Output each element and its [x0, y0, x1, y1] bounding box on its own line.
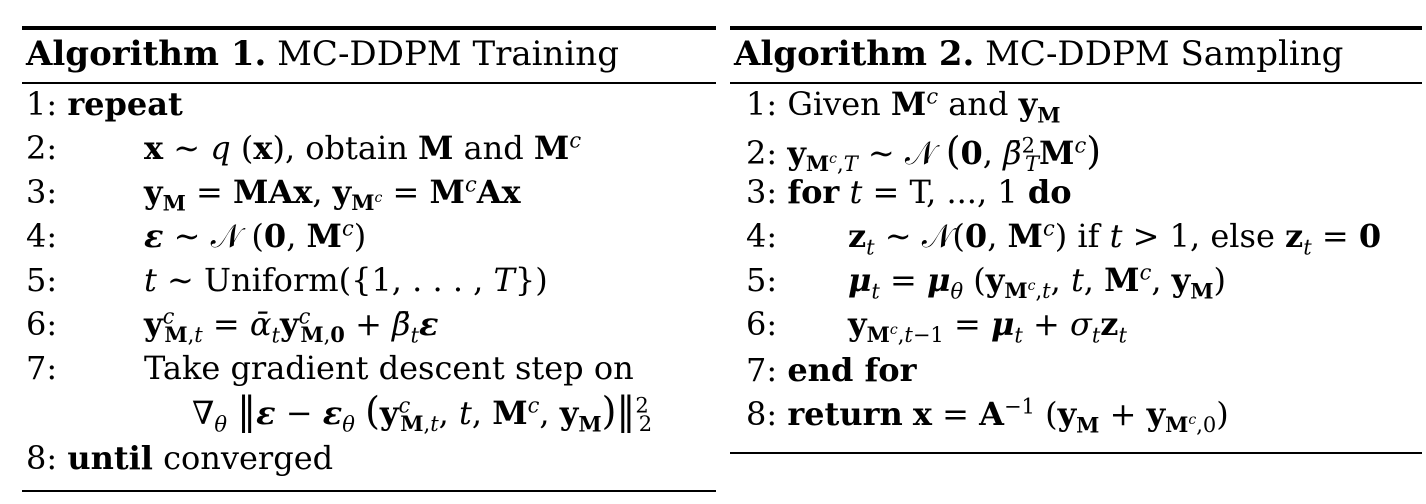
line-number: 4: [746, 217, 778, 255]
keyword: return [787, 395, 903, 433]
line-content: yMc,t−1 = μt + σtzt [848, 305, 1127, 348]
line-content: zt ∼ 𝒩(0, Mc) if t > 1, else zt = 0 [848, 216, 1382, 260]
line-number: 7: [26, 349, 58, 387]
line-number: 2: [746, 134, 778, 172]
keyword: repeat [67, 85, 183, 123]
algo2-line-5: 5: μt = μθ (yMc,t, t, Mc, yM) [746, 261, 1226, 302]
algo2-line-3: 3: for t = T, ..., 1 do [746, 173, 1072, 211]
algo1-line-8: 8: until converged [26, 442, 333, 474]
top-rule [730, 26, 1422, 30]
line-content: ε ∼ 𝒩 (0, Mc) [144, 216, 367, 255]
line-number: 6: [746, 305, 778, 343]
algo1-line-4: 4: ε ∼ 𝒩 (0, Mc) [26, 217, 366, 255]
algo2-line-7: 7: end for [746, 354, 916, 386]
line-number: 1: [746, 85, 778, 123]
title-label: Algorithm 2. [734, 34, 975, 74]
algorithm-2-title: Algorithm 2. MC-DDPM Sampling [734, 34, 1343, 74]
line-content: x ∼ q (x), obtain M and Mc [144, 128, 582, 167]
line-content: μt = μθ (yMc,t, t, Mc, yM) [848, 260, 1226, 304]
loss-formula: ∇θ ‖ε − εθ (ycM,t, t, Mc, yM)‖22 [192, 389, 653, 437]
line-content: Take gradient descent step on [144, 349, 634, 387]
keyword: end for [787, 351, 917, 389]
line-number: 4: [26, 217, 58, 255]
algo2-line-4: 4: zt ∼ 𝒩(0, Mc) if t > 1, else zt = 0 [746, 217, 1381, 258]
top-rule [22, 26, 716, 30]
line-text: converged [152, 439, 334, 477]
title-name: MC-DDPM Training [266, 34, 619, 74]
bottom-rule [22, 490, 716, 492]
header-rule [22, 82, 716, 84]
line-text: Given [787, 85, 891, 123]
algo2-line-2: 2: yMc,T ∼ 𝒩 (0, β̄2TMc) [746, 129, 1102, 177]
algo2-line-6: 6: yMc,t−1 = μt + σtzt [746, 305, 1127, 346]
header-rule [730, 82, 1422, 84]
algo1-line-1: 1: repeat [26, 88, 183, 120]
algo1-line-5: 5: t ∼ Uniform({1, . . . , T}) [26, 261, 548, 299]
algo1-line-2: 2: x ∼ q (x), obtain M and Mc [26, 129, 581, 167]
algorithm-1-title: Algorithm 1. MC-DDPM Training [26, 34, 619, 74]
line-number: 7: [746, 351, 778, 389]
algo2-line-8: 8: return x = A−1 (yM + yMc,0) [746, 394, 1229, 438]
line-number: 1: [26, 85, 58, 123]
line-number: 3: [26, 173, 58, 211]
keyword: do [1027, 173, 1072, 211]
algo1-line-3: 3: yM = MAx, yMc = McAx [26, 173, 521, 214]
line-number: 8: [26, 439, 58, 477]
line-number: 5: [746, 261, 778, 299]
title-name: MC-DDPM Sampling [974, 34, 1344, 74]
line-content: yM = MAx, yMc = McAx [144, 172, 521, 216]
title-label: Algorithm 1. [26, 34, 267, 74]
algo1-line-7: 7: Take gradient descent step on [26, 349, 634, 387]
algo2-line-1: 1: Given Mc and yM [746, 84, 1061, 128]
line-number: 8: [746, 395, 778, 433]
keyword: until [67, 439, 153, 477]
line-content: t ∼ Uniform({1, . . . , T}) [144, 261, 548, 299]
line-number: 6: [26, 305, 58, 343]
keyword: for [787, 173, 840, 211]
bottom-rule [730, 452, 1422, 454]
line-number: 3: [746, 173, 778, 211]
line-number: 2: [26, 129, 58, 167]
algo1-line-6: 6: ycM,t = ᾱtycM,0 + β̄tε [26, 305, 438, 346]
line-content: ycM,t = ᾱtycM,0 + β̄tε [144, 304, 439, 348]
line-number: 5: [26, 261, 58, 299]
